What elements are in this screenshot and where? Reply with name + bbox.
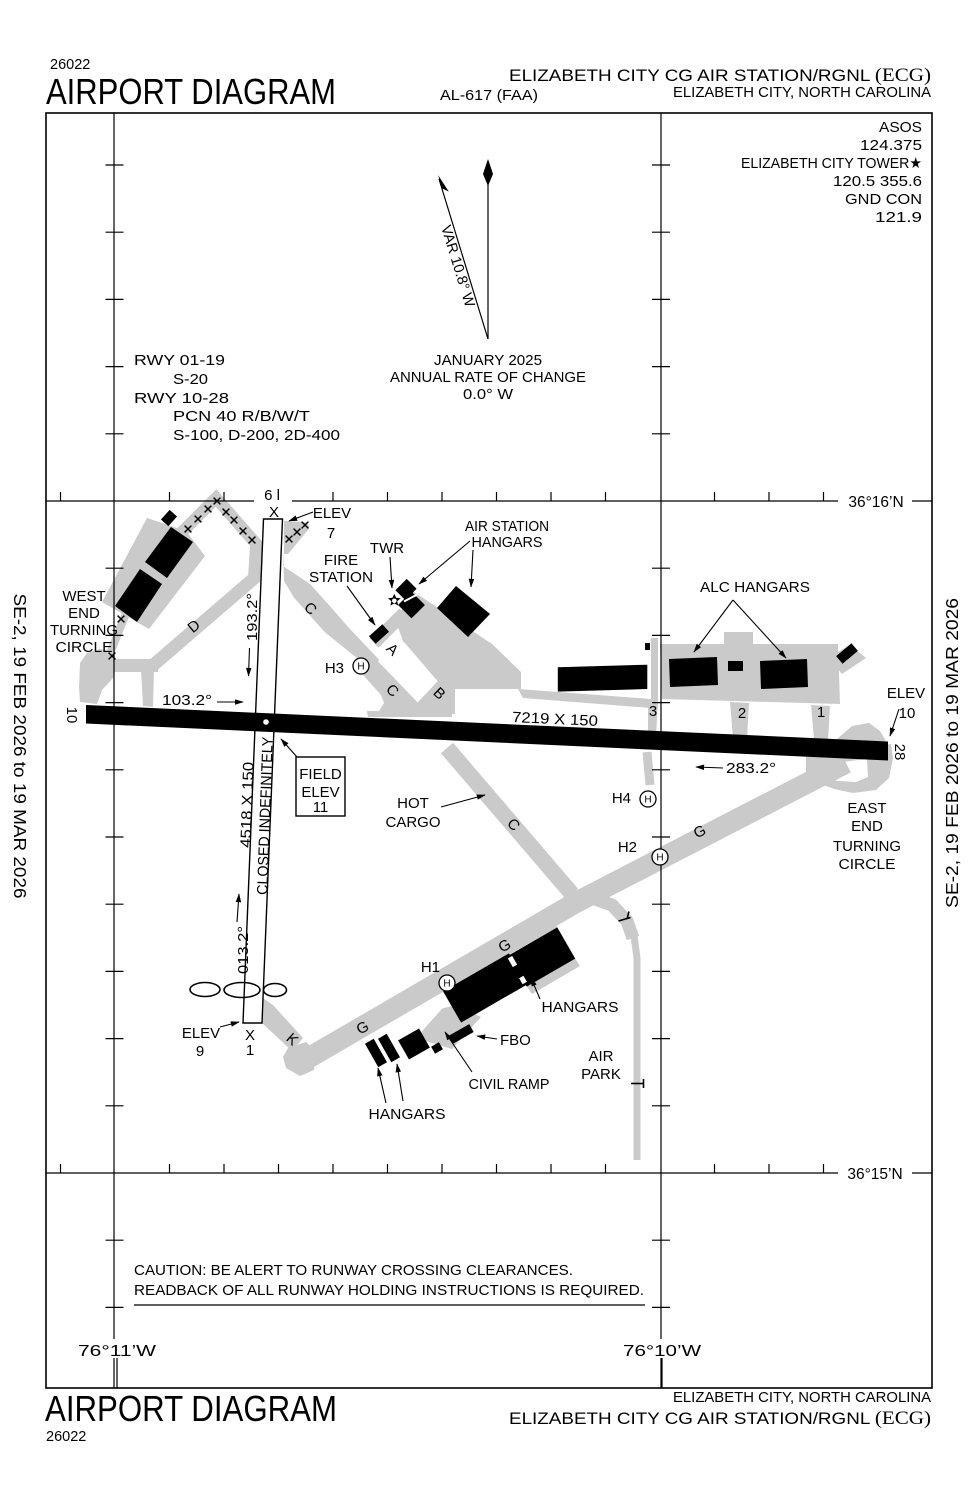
svg-text:H3: H3 <box>325 660 344 677</box>
svg-text:28: 28 <box>891 744 908 761</box>
svg-text:ELIZABETH CITY CG AIR STATION/: ELIZABETH CITY CG AIR STATION/RGNL (ECG) <box>509 1408 931 1429</box>
svg-text:ELIZABETH CITY TOWER★: ELIZABETH CITY TOWER★ <box>741 155 922 172</box>
svg-text:AIR STATION: AIR STATION <box>465 518 549 535</box>
svg-text:11: 11 <box>313 799 329 816</box>
svg-text:PARK: PARK <box>581 1066 621 1083</box>
svg-text:H4: H4 <box>612 790 631 807</box>
svg-text:0.0° W: 0.0° W <box>463 386 514 403</box>
svg-text:END: END <box>851 818 883 835</box>
svg-text:AIRPORT DIAGRAM: AIRPORT DIAGRAM <box>46 71 336 112</box>
svg-text:X: X <box>269 504 279 521</box>
svg-text:ELIZABETH CITY, NORTH CAROLINA: ELIZABETH CITY, NORTH CAROLINA <box>673 85 931 101</box>
svg-text:2: 2 <box>738 705 746 722</box>
svg-text:9: 9 <box>196 1043 204 1060</box>
svg-text:H2: H2 <box>618 839 637 856</box>
svg-text:H: H <box>656 853 663 864</box>
svg-text:HOT: HOT <box>397 795 429 812</box>
svg-text:193.2°: 193.2° <box>244 593 261 641</box>
svg-text:RWY 01-19: RWY 01-19 <box>134 352 225 369</box>
svg-text:283.2°: 283.2° <box>726 760 776 777</box>
svg-text:JANUARY 2025: JANUARY 2025 <box>434 352 542 369</box>
svg-text:CARGO: CARGO <box>386 814 441 831</box>
svg-text:FIELD: FIELD <box>299 766 342 783</box>
svg-text:ELIZABETH CITY CG AIR STATION/: ELIZABETH CITY CG AIR STATION/RGNL (ECG) <box>509 65 931 86</box>
svg-text:1: 1 <box>246 1042 254 1059</box>
svg-text:H: H <box>357 662 364 673</box>
svg-text:ELEV: ELEV <box>301 784 339 801</box>
svg-text:X: X <box>245 1027 255 1044</box>
svg-text:1: 1 <box>817 704 825 721</box>
svg-text:36°16’N: 36°16’N <box>848 494 903 511</box>
svg-text:6 l: 6 l <box>264 487 280 504</box>
svg-text:READBACK OF ALL RUNWAY HOLDING: READBACK OF ALL RUNWAY HOLDING INSTRUCTI… <box>134 1282 644 1299</box>
svg-text:ASOS: ASOS <box>879 119 922 136</box>
svg-text:END: END <box>68 605 100 622</box>
svg-text:120.5 355.6: 120.5 355.6 <box>833 173 922 190</box>
svg-text:TURNING: TURNING <box>833 838 901 855</box>
svg-text:ALC HANGARS: ALC HANGARS <box>700 579 810 596</box>
svg-text:26022: 26022 <box>50 57 90 73</box>
svg-text:HANGARS: HANGARS <box>369 1106 446 1123</box>
svg-text:124.375: 124.375 <box>860 137 922 154</box>
svg-text:ANNUAL RATE OF CHANGE: ANNUAL RATE OF CHANGE <box>390 369 586 386</box>
svg-text:H: H <box>443 979 450 990</box>
svg-text:013.2°: 013.2° <box>235 926 252 974</box>
svg-text:S-100, D-200, 2D-400: S-100, D-200, 2D-400 <box>173 427 340 444</box>
svg-text:AIRPORT DIAGRAM: AIRPORT DIAGRAM <box>45 1388 337 1429</box>
svg-text:ELEV: ELEV <box>182 1025 220 1042</box>
svg-text:76°10’W: 76°10’W <box>623 1343 702 1360</box>
svg-text:7: 7 <box>327 525 335 542</box>
svg-text:AIR: AIR <box>588 1048 613 1065</box>
svg-text:CLOSED INDEFINITELY: CLOSED INDEFINITELY <box>254 737 277 895</box>
svg-text:GND CON: GND CON <box>845 191 922 208</box>
svg-text:PCN 40 R/B/W/T: PCN 40 R/B/W/T <box>173 408 310 425</box>
svg-text:HANGARS: HANGARS <box>472 534 543 551</box>
svg-text:FIRE: FIRE <box>324 552 358 569</box>
svg-text:10: 10 <box>899 705 916 722</box>
svg-text:36°15’N: 36°15’N <box>847 1166 902 1183</box>
svg-text:H1: H1 <box>421 959 440 976</box>
svg-text:HANGARS: HANGARS <box>542 999 619 1016</box>
svg-text:TURNING: TURNING <box>50 622 118 639</box>
svg-text:H: H <box>644 795 651 806</box>
svg-text:AL-617 (FAA): AL-617 (FAA) <box>440 88 538 104</box>
svg-text:EAST: EAST <box>847 800 886 817</box>
svg-text:RWY 10-28: RWY 10-28 <box>134 390 229 407</box>
svg-text:SE-2, 19 FEB 2026 to 19 MAR: SE-2, 19 FEB 2026 to 19 MAR 2026 <box>10 594 30 899</box>
svg-text:SE-2, 19 FEB 2026 to 19 MAR: SE-2, 19 FEB 2026 to 19 MAR 2026 <box>942 598 962 908</box>
svg-text:S-20: S-20 <box>173 371 208 388</box>
svg-text:10: 10 <box>63 707 80 724</box>
svg-text:ELEV: ELEV <box>313 505 351 522</box>
svg-text:WEST: WEST <box>62 588 105 605</box>
svg-text:FBO: FBO <box>500 1032 531 1049</box>
svg-text:3: 3 <box>649 703 657 720</box>
svg-text:CAUTION: BE ALERT TO RUNWAY CR: CAUTION: BE ALERT TO RUNWAY CROSSING CLE… <box>134 1262 573 1279</box>
svg-text:ELIZABETH CITY, NORTH CAROLINA: ELIZABETH CITY, NORTH CAROLINA <box>673 1390 931 1406</box>
svg-text:76°11’W: 76°11’W <box>78 1343 157 1360</box>
svg-text:CIRCLE: CIRCLE <box>839 856 896 873</box>
svg-text:CIRCLE: CIRCLE <box>56 639 113 656</box>
svg-text:CIVIL RAMP: CIVIL RAMP <box>469 1076 550 1093</box>
svg-text:ELEV: ELEV <box>887 685 925 702</box>
svg-text:4518 X 150: 4518 X 150 <box>238 762 258 849</box>
svg-text:103.2°: 103.2° <box>162 692 212 709</box>
svg-text:STATION: STATION <box>309 569 373 586</box>
svg-text:26022: 26022 <box>46 1429 86 1445</box>
svg-text:TWR: TWR <box>370 540 404 557</box>
svg-text:121.9: 121.9 <box>875 209 922 226</box>
svg-text:7219 X 150: 7219 X 150 <box>512 709 599 730</box>
